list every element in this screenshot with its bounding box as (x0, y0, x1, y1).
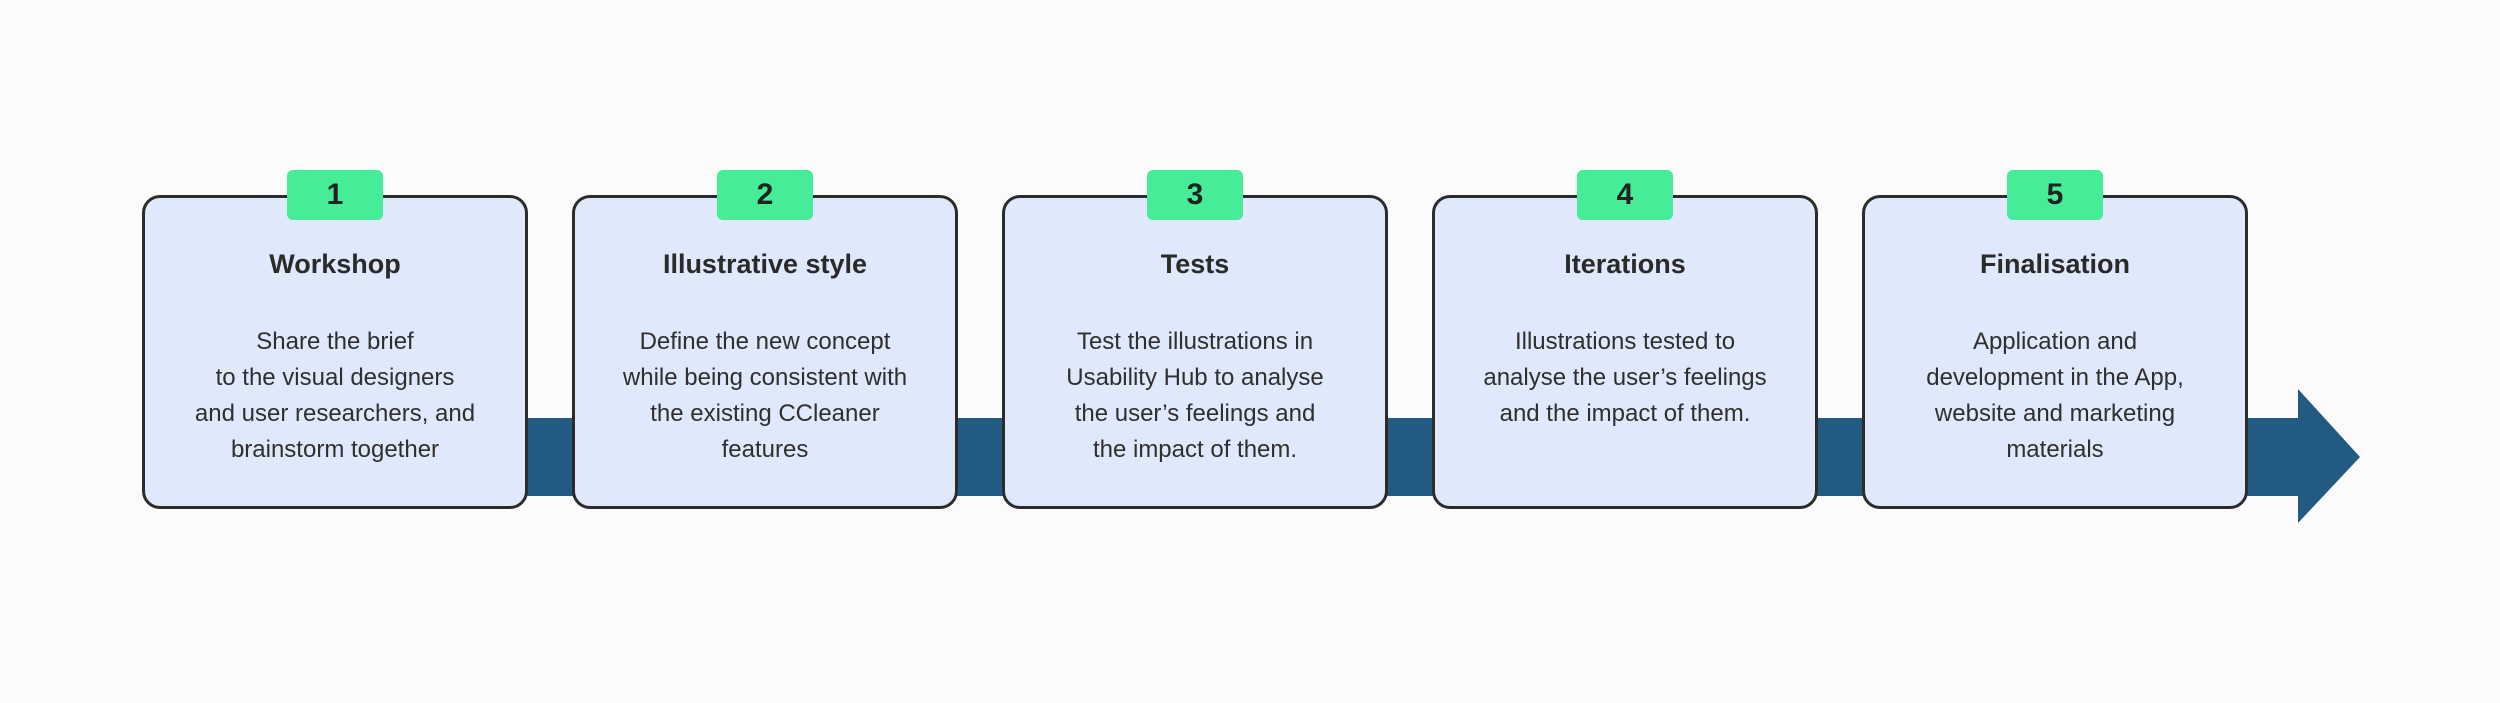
step-description-line: the impact of them. (1092, 436, 1298, 463)
step-description-line: Application and (1972, 328, 2138, 355)
step-description-line: the existing CCleaner (650, 400, 880, 427)
step-description-line: materials (2006, 436, 2104, 463)
step-description-line: to the visual designers (215, 364, 455, 391)
step-description: Test the illustrations in Usability Hub … (1023, 324, 1367, 468)
step-description-line: website and marketing (1934, 400, 2176, 427)
step-title: Tests (1160, 249, 1230, 279)
step-card-1: 1 Workshop Share the brief to the visual… (142, 170, 528, 509)
step-card-4: 4 Iterations Illustrations tested to ana… (1432, 170, 1818, 509)
step-title: Iterations (1564, 249, 1686, 279)
step-description-line: the user’s feelings and (1074, 400, 1316, 427)
step-number-badge: 4 (1577, 170, 1673, 220)
step-description: Illustrations tested to analyse the user… (1453, 324, 1797, 432)
arrow-head (2298, 389, 2360, 523)
step-number-badge: 3 (1147, 170, 1243, 220)
step-description-line: brainstorm together (230, 436, 440, 463)
step-title: Illustrative style (662, 249, 868, 279)
step-description-line: Usability Hub to analyse (1066, 364, 1324, 391)
step-description-line: analyse the user’s feelings (1483, 364, 1767, 391)
step-title: Workshop (269, 249, 401, 279)
step-card-3: 3 Tests Test the illustrations in Usabil… (1002, 170, 1388, 509)
step-description-line: development in the App, (1926, 364, 2184, 391)
step-description-line: and the impact of them. (1499, 400, 1751, 427)
step-description: Application and development in the App, … (1883, 324, 2227, 468)
step-description-line: Test the illustrations in (1076, 328, 1314, 355)
step-number-badge: 1 (287, 170, 383, 220)
step-description: Share the brief to the visual designers … (163, 324, 507, 468)
step-description-line: Share the brief (256, 328, 414, 355)
step-description-line: while being consistent with (622, 364, 908, 391)
step-number-badge: 5 (2007, 170, 2103, 220)
step-description-line: features (721, 436, 809, 463)
step-title: Finalisation (1979, 249, 2131, 279)
step-card-2: 2 Illustrative style Define the new conc… (572, 170, 958, 509)
step-description: Define the new concept while being consi… (593, 324, 937, 468)
step-description-line: and user researchers, and (194, 400, 476, 427)
step-number-badge: 2 (717, 170, 813, 220)
step-card-5: 5 Finalisation Application and developme… (1862, 170, 2248, 509)
step-description-line: Illustrations tested to (1514, 328, 1736, 355)
step-description-line: Define the new concept (639, 328, 891, 355)
